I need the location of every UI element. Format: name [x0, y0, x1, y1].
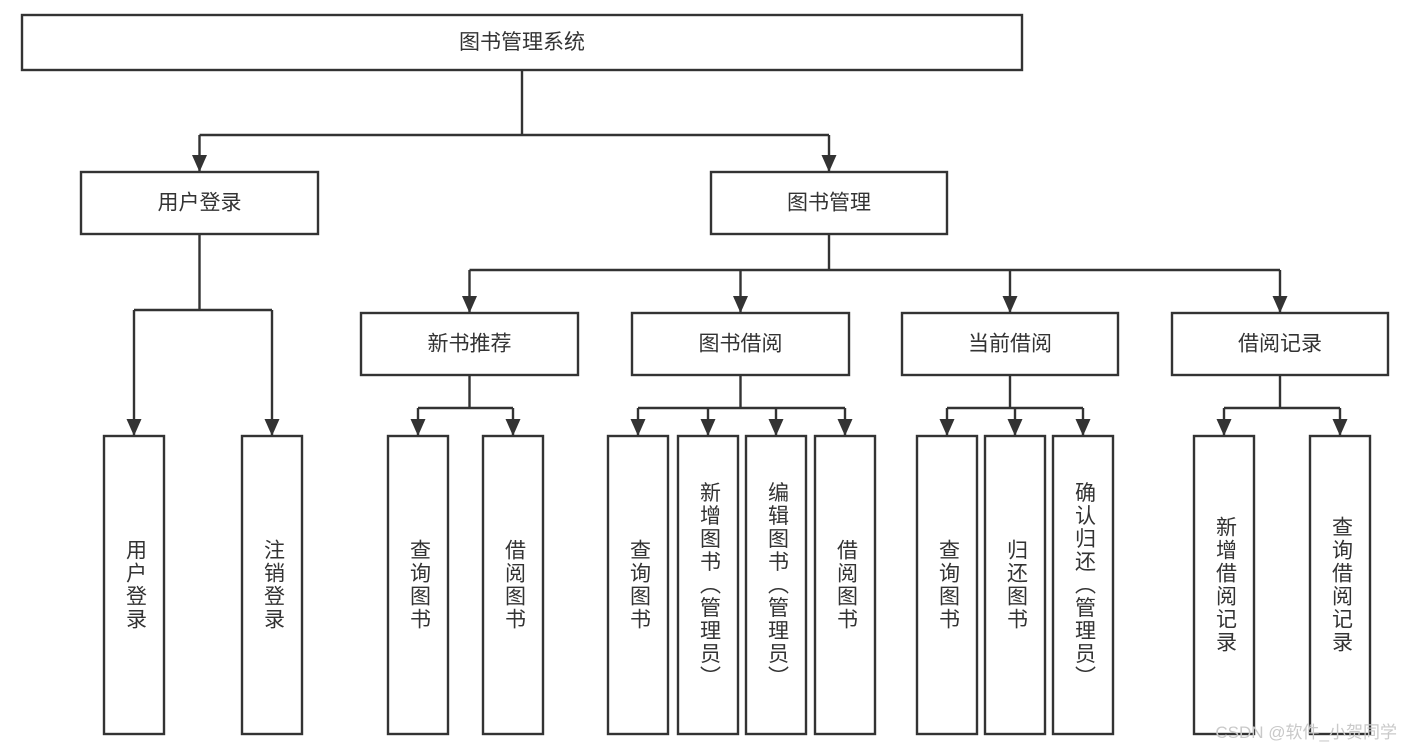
node-current-borrow[interactable]: 当前借阅 [900, 311, 1120, 377]
edge-group-new-book-recommend [410, 375, 521, 436]
arrow-head-icon [1007, 419, 1023, 436]
node-box-borrow-records[interactable] [1170, 311, 1390, 377]
connector-layer [126, 70, 1348, 436]
node-layer: 图书管理系统用户登录图书管理新书推荐图书借阅当前借阅借阅记录用户登录注销登录查询… [20, 13, 1390, 736]
node-label-leaf-add-record: 新增借阅记录 [1214, 516, 1238, 654]
node-label-leaf-query-book-2: 查询图书 [628, 539, 652, 631]
arrow-head-icon [410, 419, 426, 436]
node-box-leaf-add-book[interactable] [676, 434, 740, 736]
node-new-book-recommend[interactable]: 新书推荐 [359, 311, 580, 377]
node-label-book-borrow: 图书借阅 [699, 333, 783, 356]
node-box-root[interactable] [20, 13, 1024, 72]
node-label-root: 图书管理系统 [459, 31, 585, 54]
node-label-book-management: 图书管理 [787, 192, 871, 215]
node-leaf-edit-book[interactable]: 编辑图书（管理员） [744, 434, 808, 736]
node-box-leaf-user-login[interactable] [102, 434, 166, 736]
node-box-leaf-query-record[interactable] [1308, 434, 1372, 736]
node-box-book-borrow[interactable] [630, 311, 851, 377]
node-box-leaf-borrow-book-1[interactable] [481, 434, 545, 736]
arrow-head-icon [837, 419, 853, 436]
arrow-head-icon [462, 296, 477, 313]
node-box-leaf-query-book-1[interactable] [386, 434, 450, 736]
node-box-leaf-return-book[interactable] [983, 434, 1047, 736]
node-box-new-book-recommend[interactable] [359, 311, 580, 377]
node-box-leaf-query-book-2[interactable] [606, 434, 670, 736]
node-leaf-return-book[interactable]: 归还图书 [983, 434, 1047, 736]
arrow-head-icon [630, 419, 646, 436]
node-leaf-logout[interactable]: 注销登录 [240, 434, 304, 736]
node-label-leaf-query-record: 查询借阅记录 [1330, 516, 1354, 654]
arrow-head-icon [700, 419, 716, 436]
node-label-current-borrow: 当前借阅 [968, 333, 1052, 356]
node-label-borrow-records: 借阅记录 [1238, 333, 1322, 356]
arrow-head-icon [1002, 296, 1018, 313]
node-leaf-query-book-2[interactable]: 查询图书 [606, 434, 670, 736]
edge-group-root [192, 70, 837, 172]
node-box-leaf-query-book-3[interactable] [915, 434, 979, 736]
node-box-current-borrow[interactable] [900, 311, 1120, 377]
node-box-leaf-borrow-book-2[interactable] [813, 434, 877, 736]
node-book-borrow[interactable]: 图书借阅 [630, 311, 851, 377]
node-leaf-query-book-1[interactable]: 查询图书 [386, 434, 450, 736]
edge-group-user-login [126, 234, 280, 436]
node-leaf-add-record[interactable]: 新增借阅记录 [1192, 434, 1256, 736]
node-book-management[interactable]: 图书管理 [709, 170, 949, 236]
node-label-leaf-logout: 注销登录 [262, 539, 286, 631]
arrow-head-icon [821, 155, 837, 172]
node-user-login[interactable]: 用户登录 [79, 170, 320, 236]
node-leaf-user-login[interactable]: 用户登录 [102, 434, 166, 736]
node-box-leaf-logout[interactable] [240, 434, 304, 736]
node-leaf-borrow-book-1[interactable]: 借阅图书 [481, 434, 545, 736]
arrow-head-icon [505, 419, 521, 436]
node-leaf-borrow-book-2[interactable]: 借阅图书 [813, 434, 877, 736]
node-leaf-query-book-3[interactable]: 查询图书 [915, 434, 979, 736]
node-leaf-query-record[interactable]: 查询借阅记录 [1308, 434, 1372, 736]
node-root[interactable]: 图书管理系统 [20, 13, 1024, 72]
edge-group-book-borrow [630, 375, 853, 436]
arrow-head-icon [768, 419, 784, 436]
node-box-leaf-edit-book[interactable] [744, 434, 808, 736]
arrow-head-icon [733, 296, 748, 313]
arrow-head-icon [939, 419, 955, 436]
arrow-head-icon [1332, 419, 1348, 436]
edge-group-book-management [462, 234, 1288, 313]
arrow-head-icon [126, 419, 142, 436]
node-label-leaf-query-book-1: 查询图书 [408, 539, 432, 631]
arrow-head-icon [1216, 419, 1232, 436]
node-label-leaf-query-book-3: 查询图书 [937, 539, 961, 631]
node-leaf-confirm-return[interactable]: 确认归还（管理员） [1051, 434, 1115, 736]
node-label-leaf-return-book: 归还图书 [1005, 539, 1029, 631]
arrow-head-icon [264, 419, 280, 436]
node-box-user-login[interactable] [79, 170, 320, 236]
edge-group-borrow-records [1216, 375, 1348, 436]
edge-group-current-borrow [939, 375, 1091, 436]
node-leaf-add-book[interactable]: 新增图书（管理员） [676, 434, 740, 736]
node-box-book-management[interactable] [709, 170, 949, 236]
node-label-leaf-edit-book: 编辑图书（管理员） [766, 482, 790, 689]
node-label-leaf-add-book: 新增图书（管理员） [698, 482, 722, 689]
node-box-leaf-add-record[interactable] [1192, 434, 1256, 736]
arrow-head-icon [1075, 419, 1091, 436]
node-label-leaf-user-login: 用户登录 [124, 539, 148, 631]
node-label-leaf-confirm-return: 确认归还（管理员） [1073, 482, 1097, 689]
node-label-user-login: 用户登录 [158, 192, 242, 215]
node-borrow-records[interactable]: 借阅记录 [1170, 311, 1390, 377]
node-box-leaf-confirm-return[interactable] [1051, 434, 1115, 736]
arrow-head-icon [192, 155, 207, 172]
node-label-leaf-borrow-book-1: 借阅图书 [503, 539, 527, 631]
arrow-head-icon [1272, 296, 1288, 313]
node-label-new-book-recommend: 新书推荐 [428, 333, 512, 356]
node-label-leaf-borrow-book-2: 借阅图书 [835, 539, 859, 631]
